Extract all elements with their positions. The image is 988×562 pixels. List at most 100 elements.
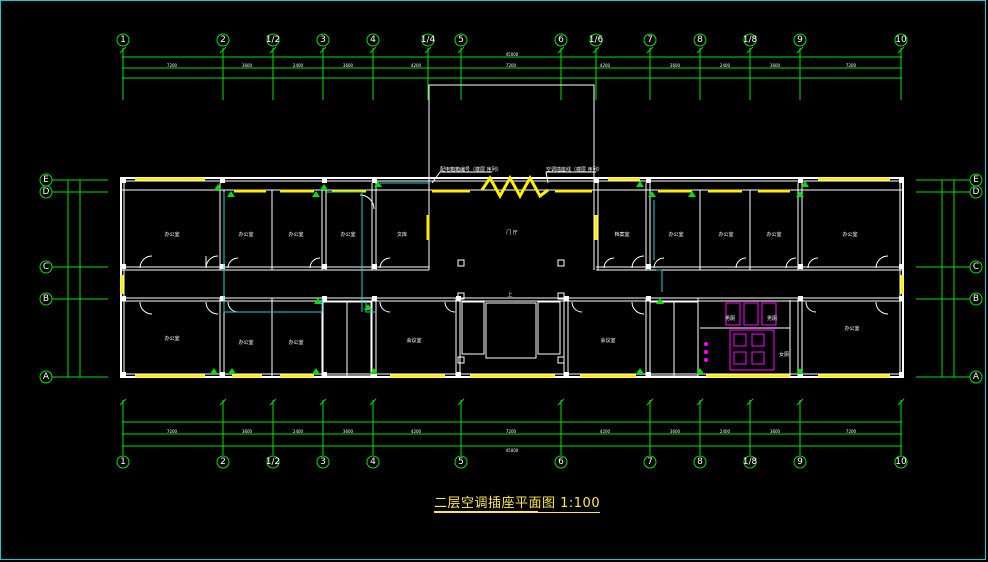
svg-text:2400: 2400 [293, 429, 304, 434]
axis-label: C [43, 262, 49, 272]
axis-label: 10 [895, 35, 907, 45]
svg-text:45000: 45000 [506, 448, 519, 453]
room-labels: 办公室 办公室 办公室 办公室 文库 门 厅 档案室 办公室 办公室 办公室 办… [164, 229, 859, 358]
bottom-axis-ticks [119, 398, 905, 455]
axis-label: 3 [320, 457, 326, 467]
svg-text:7200: 7200 [506, 429, 517, 434]
axis-bubble-2 [216, 33, 230, 47]
column [798, 372, 803, 377]
ac-socket [364, 304, 372, 310]
axis-bubble-9 [793, 455, 807, 469]
column [457, 356, 465, 364]
svg-text:45000: 45000 [506, 52, 519, 57]
axis-bubble-6 [554, 33, 568, 47]
annotation-notes: 配电箱箱编号（楼层 序列） 空调插座线（楼层 序列） [431, 166, 603, 184]
column [594, 178, 599, 183]
top-dimension-block [122, 56, 902, 79]
column [322, 372, 327, 377]
axis-bubble-8 [693, 455, 707, 469]
room-lobby: 门 厅 [506, 229, 518, 236]
axis-label: D [973, 187, 980, 197]
axis-bubble-D [39, 185, 53, 199]
column [798, 264, 803, 269]
column [121, 178, 126, 183]
axis-bubble-1-2 [266, 455, 280, 469]
axis-label: B [973, 294, 979, 304]
axis-label: 2 [220, 457, 226, 467]
note-distribution-box: 配电箱箱编号（楼层 序列） [440, 166, 502, 173]
axis-bubble-C [969, 260, 983, 274]
svg-text:2400: 2400 [720, 63, 731, 68]
svg-text:7200: 7200 [167, 63, 178, 68]
room-office-2: 办公室 [238, 231, 253, 238]
column [557, 356, 565, 364]
ac-socket [636, 181, 644, 187]
axis-bubble-A [969, 370, 983, 384]
ac-socket [656, 298, 664, 304]
column [372, 296, 377, 301]
svg-text:3600: 3600 [770, 429, 781, 434]
ac-socket [314, 298, 322, 304]
axis-label: 9 [797, 35, 803, 45]
stair-left [322, 301, 372, 377]
axis-label: D [43, 187, 50, 197]
axis-bubble-10 [894, 33, 908, 47]
axis-label: 6 [558, 35, 564, 45]
entrance-canopy [428, 84, 595, 183]
axis-label: 10 [895, 457, 907, 467]
axis-label: 1/2 [266, 35, 280, 45]
column [646, 264, 651, 269]
axis-bubble-1 [116, 455, 130, 469]
axis-label: 5 [458, 457, 464, 467]
ac-socket [228, 368, 236, 374]
axis-bubble-7 [643, 455, 657, 469]
axis-bubble-5 [454, 455, 468, 469]
room-office-3: 办公室 [288, 231, 303, 238]
stair-right [649, 301, 699, 377]
axis-bubble-A [39, 370, 53, 384]
column [564, 296, 569, 301]
column [372, 178, 377, 183]
axis-label: 1/6 [589, 35, 604, 45]
axis-bubble-9 [793, 33, 807, 47]
ac-socket-circuits [223, 182, 663, 313]
svg-text:4200: 4200 [600, 429, 611, 434]
column [322, 178, 327, 183]
svg-text:3600: 3600 [242, 63, 253, 68]
ac-socket [636, 368, 644, 374]
ac-socket [696, 368, 704, 374]
axis-label: A [973, 372, 980, 382]
column [457, 292, 465, 300]
column [220, 372, 225, 377]
room-toilet-m2: 男厕 [767, 316, 777, 322]
column [899, 264, 904, 269]
axis-bubble-1-8 [743, 33, 757, 47]
room-library: 文库 [397, 231, 407, 238]
ac-socket [312, 191, 320, 197]
column [557, 292, 565, 300]
bottom-dimension-block [122, 421, 902, 447]
column [322, 296, 327, 301]
ac-socket [796, 368, 804, 374]
axis-bubble-3 [316, 455, 330, 469]
axis-label: A [43, 372, 50, 382]
top-axis-ticks [119, 46, 905, 100]
svg-text:3600: 3600 [242, 429, 253, 434]
axis-label: 1/4 [421, 35, 436, 45]
column [899, 178, 904, 183]
room-office-5: 办公室 [668, 231, 683, 238]
room-meeting-1: 会议室 [406, 337, 421, 344]
column [646, 372, 651, 377]
axis-bubble-8 [693, 33, 707, 47]
axis-label: 3 [320, 35, 326, 45]
axis-bubble-4 [366, 33, 380, 47]
room-office-12: 办公室 [844, 325, 859, 332]
right-dimension-block [941, 180, 955, 377]
svg-text:7200: 7200 [167, 429, 178, 434]
column [646, 296, 651, 301]
axis-bubble-D [969, 185, 983, 199]
